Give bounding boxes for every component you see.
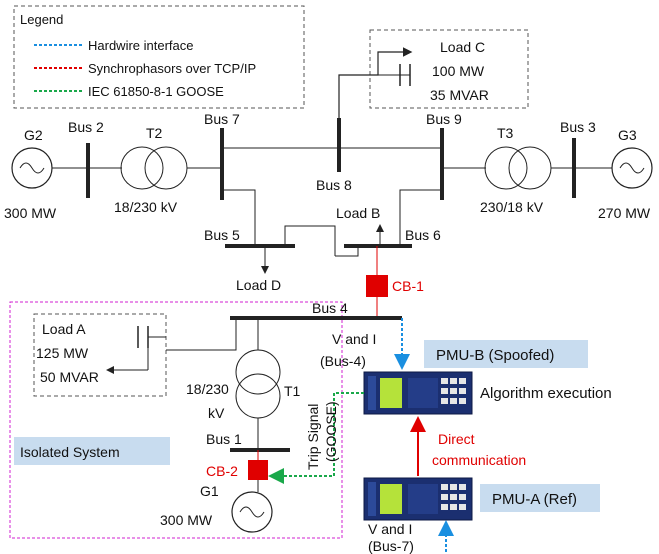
transformer-t2: T2 18/230 kV: [114, 125, 188, 215]
load-c-mvar: 35 MVAR: [430, 87, 489, 103]
bus-1-label: Bus 1: [206, 431, 242, 447]
bus-7-label: Bus 7: [204, 111, 240, 127]
g3-name: G3: [618, 127, 637, 143]
pmu-a-device: [363, 477, 473, 521]
load-c-mw: 100 MW: [432, 63, 485, 79]
cb-2-breaker: [248, 460, 268, 480]
bus-6-label: Bus 6: [405, 227, 441, 243]
load-a-name: Load A: [42, 321, 86, 337]
load-b-label: Load B: [336, 205, 380, 221]
pmu-b-caption: Algorithm execution: [480, 385, 612, 402]
t3-name: T3: [497, 125, 514, 141]
generator-g2: G2 300 MW: [4, 127, 57, 221]
legend-item-hardwire: Hardwire interface: [88, 38, 194, 53]
t1-name: T1: [284, 383, 301, 399]
bus-3-label: Bus 3: [560, 119, 596, 135]
legend-item-synchrophasors: Synchrophasors over TCP/IP: [88, 61, 256, 76]
legend: Legend Hardwire interface Synchrophasors…: [13, 5, 305, 109]
transformer-t3: T3 230/18 kV: [480, 125, 552, 215]
load-d-label: Load D: [236, 277, 281, 293]
bus7-measure-line1: V and I: [368, 521, 412, 537]
generator-g1: G1 300 MW: [160, 483, 273, 533]
bus-5-label: Bus 5: [204, 227, 240, 243]
g1-name: G1: [200, 483, 219, 499]
g3-rating: 270 MW: [598, 205, 651, 221]
cb-2-label: CB-2: [206, 463, 238, 479]
transformer-t1: T1 18/230 kV: [186, 349, 301, 421]
direct-comm-line1: Direct: [438, 431, 475, 447]
t1-ratio-line1: 18/230: [186, 381, 229, 397]
cb-1-breaker: [366, 275, 388, 297]
pmu-b-device: [363, 371, 473, 415]
bus-9-label: Bus 9: [426, 111, 462, 127]
cb-1-label: CB-1: [392, 278, 424, 294]
load-c-name: Load C: [440, 39, 485, 55]
pmu-a-label: PMU-A (Ref): [492, 491, 577, 508]
isolated-system-box: [9, 301, 343, 539]
legend-item-goose: IEC 61850-8-1 GOOSE: [88, 84, 224, 99]
load-a-mw: 125 MW: [36, 345, 89, 361]
pmu-b-label: PMU-B (Spoofed): [436, 347, 554, 364]
load-a: Load A 125 MW 50 MVAR: [33, 313, 167, 397]
g1-rating: 300 MW: [160, 512, 213, 528]
direct-comm-line2: communication: [432, 452, 526, 468]
g2-rating: 300 MW: [4, 205, 57, 221]
trip-signal-line2: (GOOSE): [323, 401, 339, 462]
t2-name: T2: [146, 125, 163, 141]
bus7-measure-line2: (Bus-7): [368, 538, 414, 554]
t1-ratio-line2: kV: [208, 405, 225, 421]
t3-ratio: 230/18 kV: [480, 199, 544, 215]
trip-signal-line1: Trip Signal: [305, 404, 321, 470]
t2-ratio: 18/230 kV: [114, 199, 178, 215]
load-a-mvar: 50 MVAR: [40, 369, 99, 385]
bus-8-label: Bus 8: [316, 177, 352, 193]
bus-4-label: Bus 4: [312, 300, 348, 316]
bus-2-label: Bus 2: [68, 119, 104, 135]
isolated-system-label: Isolated System: [20, 444, 120, 460]
legend-title: Legend: [20, 12, 63, 27]
bus4-measure-line2: (Bus-4): [320, 353, 366, 369]
g2-name: G2: [24, 127, 43, 143]
generator-g3: G3 270 MW: [598, 127, 653, 221]
bus4-measure-line1: V and I: [332, 331, 376, 347]
load-c: Load C 100 MW 35 MVAR: [338, 29, 529, 148]
